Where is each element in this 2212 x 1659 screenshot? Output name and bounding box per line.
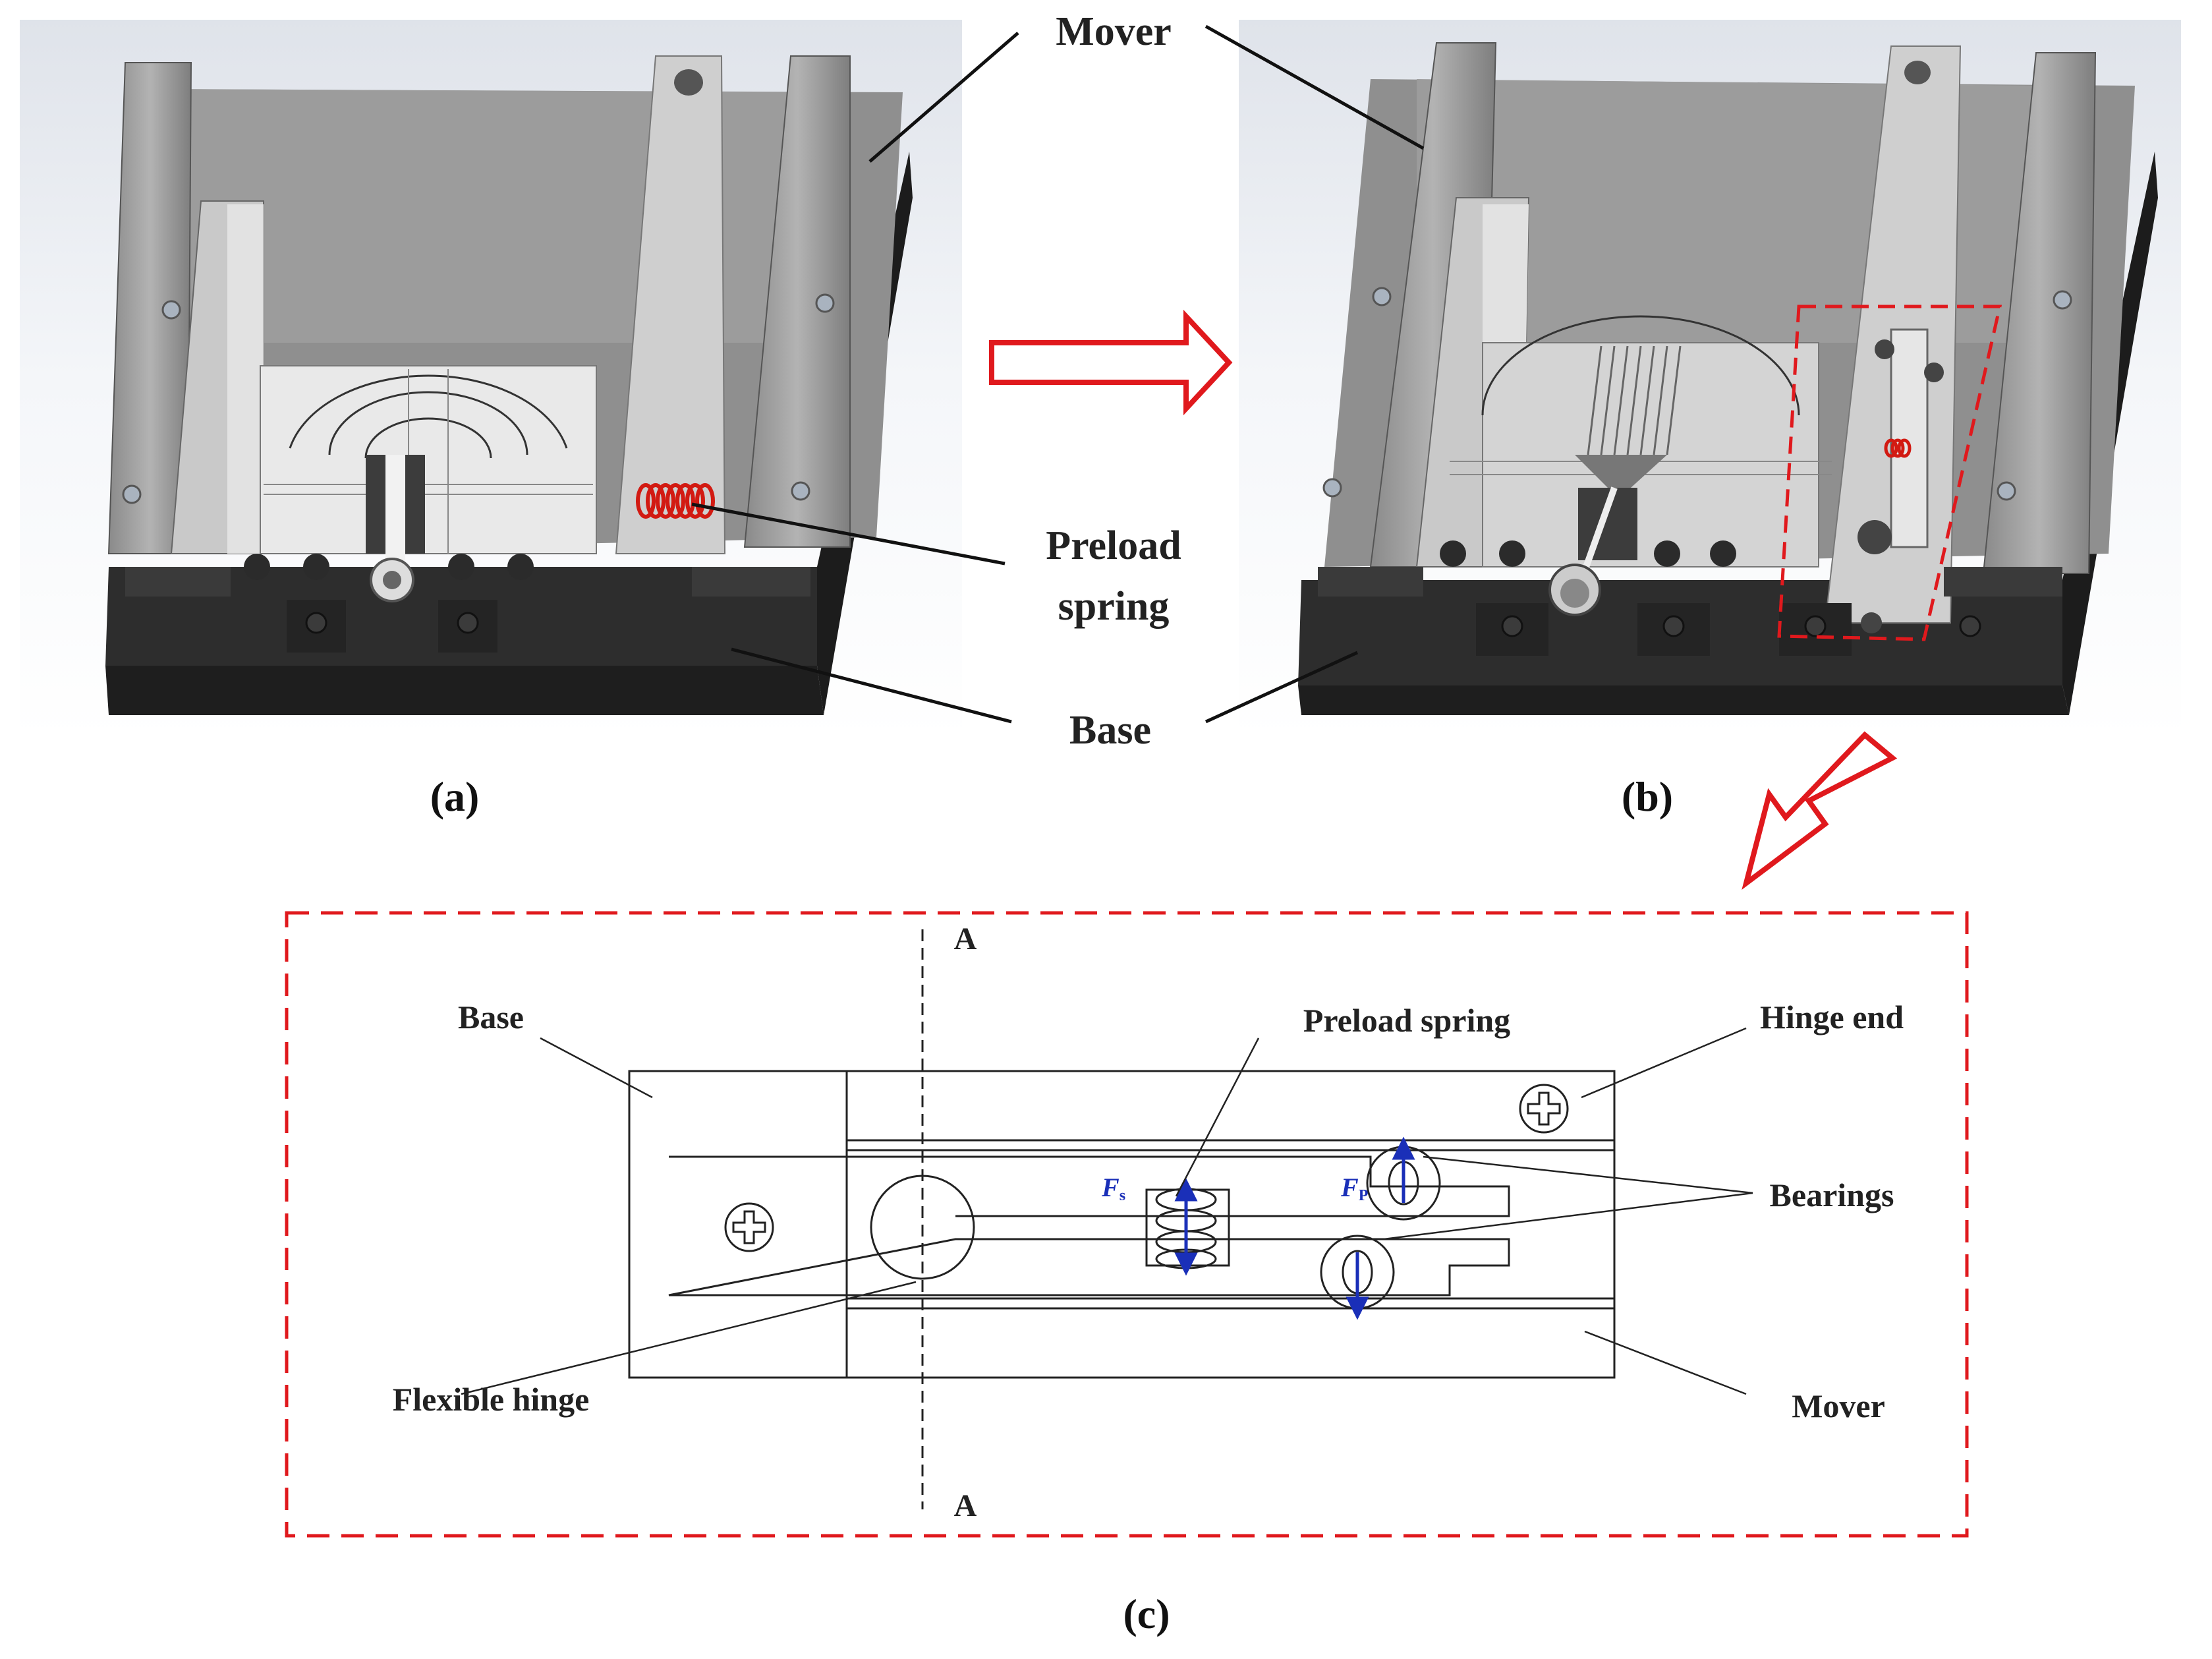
force-spring-label: Fs [1101,1173,1125,1204]
detail-base-label: Base [458,999,524,1035]
subfigure-a-label: (a) [430,773,480,820]
force-preload-symbol: F [1340,1173,1359,1202]
callout-box-b [1777,305,2002,641]
subfigure-c-label: (c) [1123,1590,1170,1637]
preload-spring-label-line2: spring [1058,584,1170,629]
panel-c-schematic: A A Base Preload spring Hinge end Bearin… [285,911,1969,1538]
detail-preload-spring-label: Preload spring [1303,1002,1510,1039]
panel-b-render [1239,20,2181,738]
force-spring-symbol: F [1101,1173,1120,1202]
subfigure-b-label: (b) [1622,773,1673,820]
detail-arrow-icon [1742,731,1898,890]
detail-flexible-hinge-label: Flexible hinge [393,1381,590,1418]
detail-hinge-end-label: Hinge end [1760,999,1904,1035]
force-preload-label: FP [1340,1173,1368,1204]
mover-label: Mover [1056,9,1172,54]
section-mark-top: A [954,921,977,956]
detail-bearings-label: Bearings [1770,1177,1894,1213]
force-spring-subscript: s [1120,1187,1125,1204]
section-mark-bottom: A [954,1488,977,1523]
screw-icon [724,1202,774,1252]
panel-a-render [20,20,962,738]
force-preload-subscript: P [1359,1187,1369,1204]
detail-mover-label: Mover [1792,1387,1885,1424]
transition-arrow-icon [989,309,1233,416]
screw-icon [1519,1084,1569,1134]
top-leader-lines [691,24,1425,724]
detail-frame [285,911,1969,1538]
preload-spring-label-line1: Preload [1046,523,1181,568]
base-label: Base [1069,708,1151,753]
